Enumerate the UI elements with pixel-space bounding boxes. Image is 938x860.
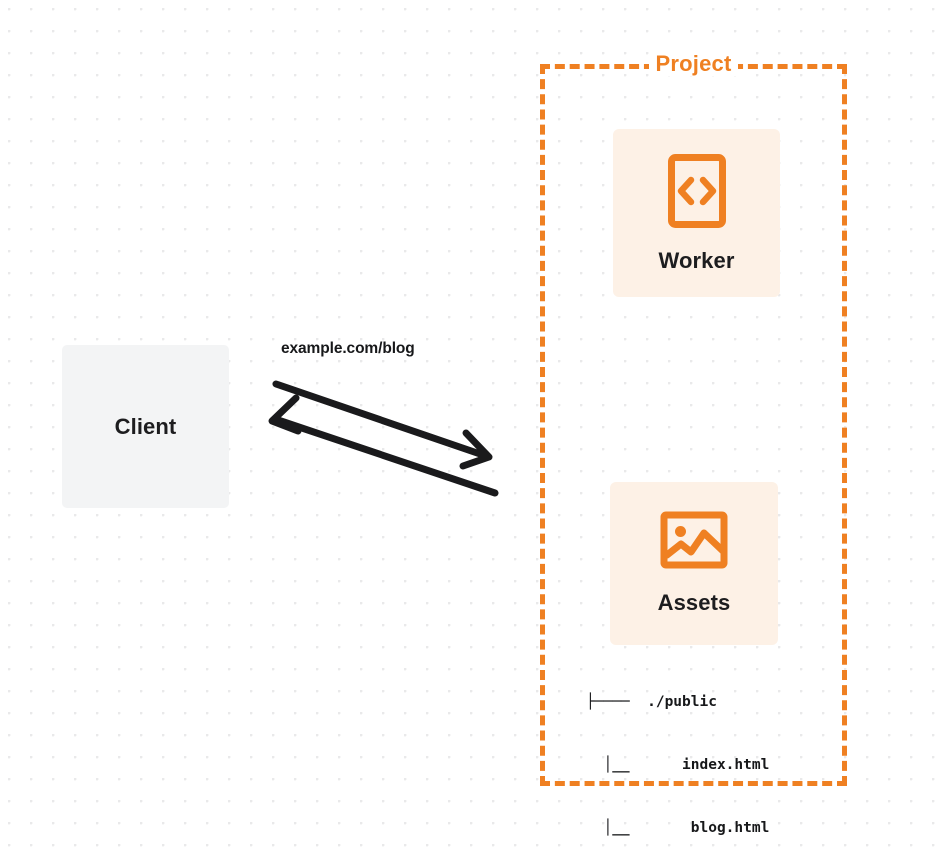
file-tree-row: ├──── ./public <box>586 694 717 710</box>
code-brackets-icon <box>667 153 727 234</box>
response-arrow <box>268 394 499 497</box>
asset-file-tree: ├──── ./public │__ index.html │__ blog.h… <box>586 650 769 860</box>
file-tree-row: │__ blog.html <box>586 820 770 836</box>
request-url-label: example.com/blog <box>281 340 415 357</box>
worker-node[interactable]: Worker <box>613 129 780 297</box>
project-title-text: Project <box>648 51 739 76</box>
assets-node[interactable]: Assets <box>610 482 778 645</box>
image-picture-icon <box>660 511 728 574</box>
request-arrow-shaft <box>272 380 487 459</box>
worker-node-label: Worker <box>658 247 735 273</box>
response-arrow-head <box>268 394 302 435</box>
request-arrow <box>272 380 493 470</box>
client-node-label: Client <box>114 413 177 439</box>
assets-node-label: Assets <box>657 590 731 615</box>
client-node[interactable]: Client <box>62 345 229 508</box>
request-arrow-head <box>459 429 493 470</box>
file-tree-row: │__ index.html <box>586 757 770 773</box>
project-title: Project <box>540 51 847 77</box>
response-arrow-shaft <box>274 416 499 497</box>
